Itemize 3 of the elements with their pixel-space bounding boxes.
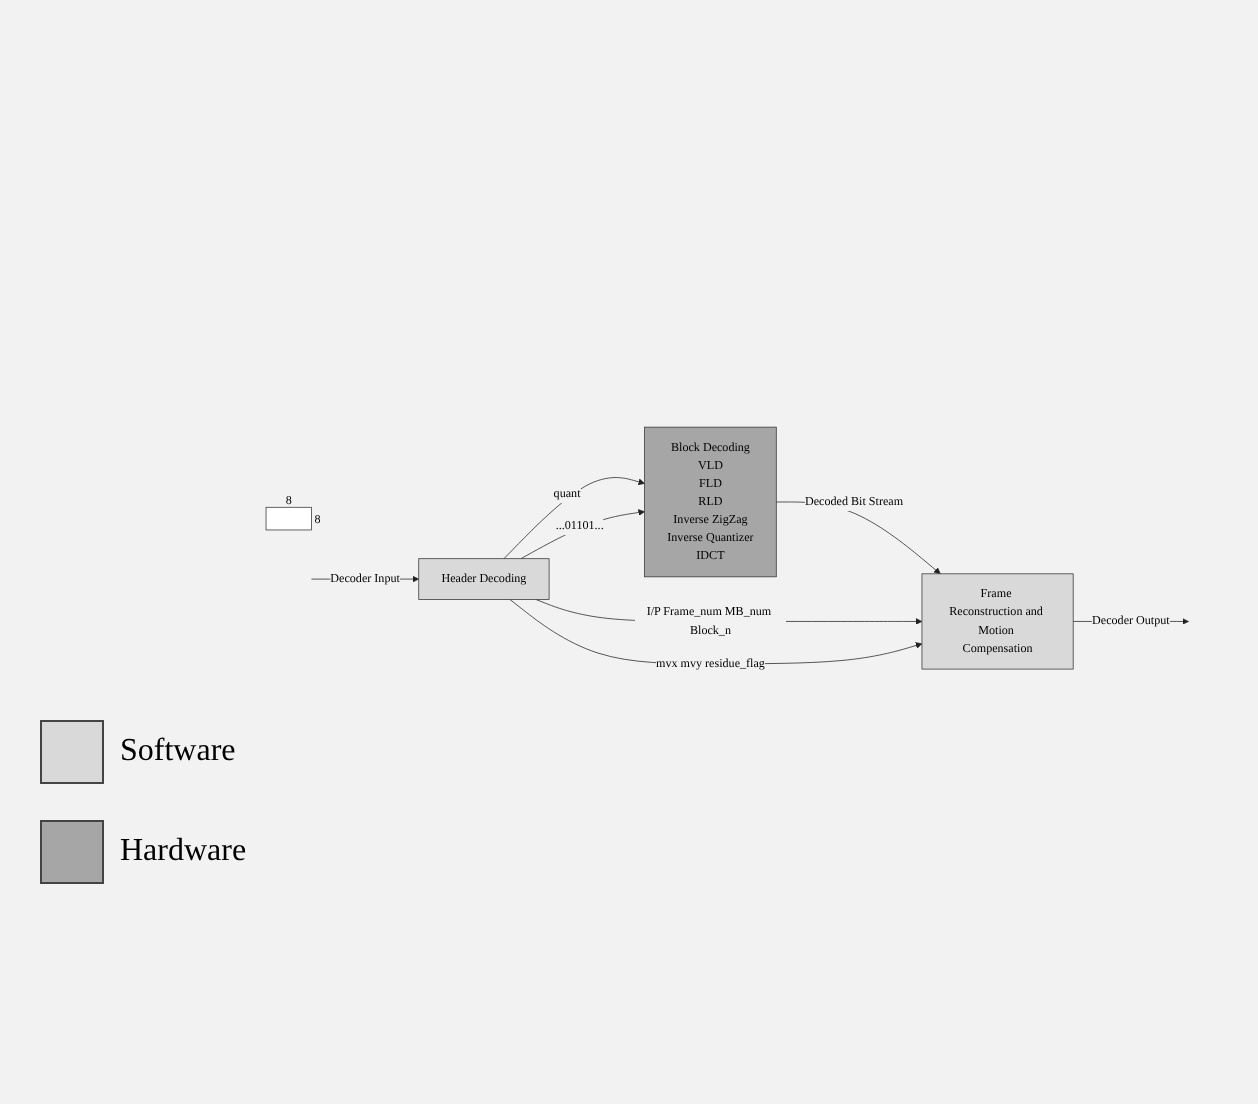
legend-label: Hardware: [120, 834, 247, 870]
node-box: [265, 506, 312, 531]
legend-label: Software: [120, 734, 236, 770]
